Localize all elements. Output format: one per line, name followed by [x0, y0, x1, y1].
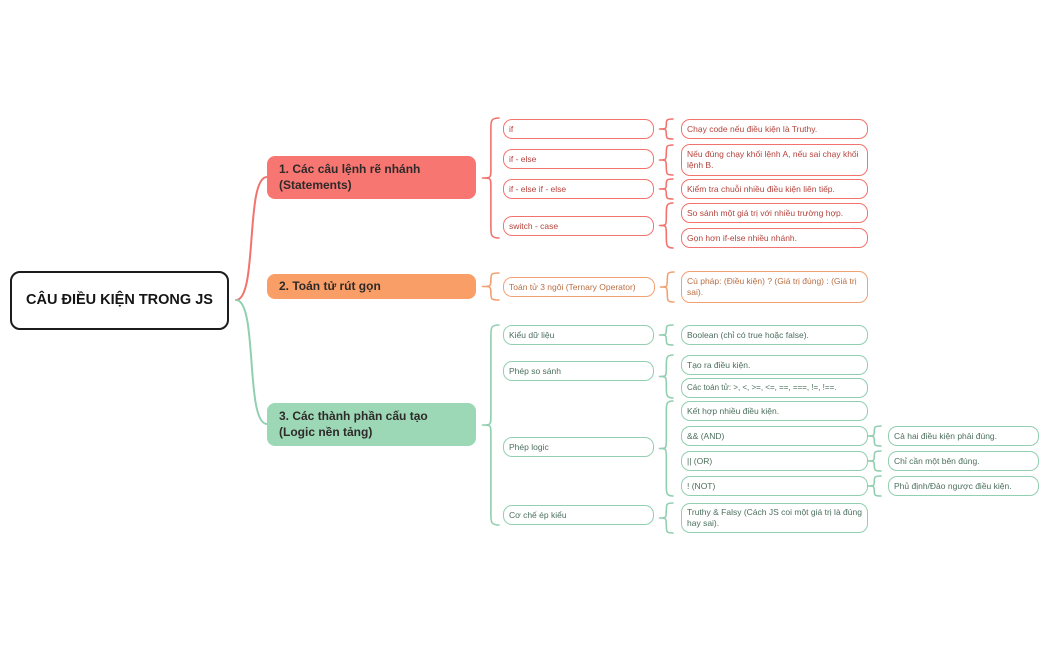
- detail-and[interactable]: Cả hai điều kiện phải đúng.: [888, 426, 1039, 446]
- brace-ternary-note: [659, 271, 675, 303]
- brace-ternary-children: [481, 272, 500, 301]
- note-switch-desc-2[interactable]: Gọn hơn if-else nhiều nhánh.: [681, 228, 868, 248]
- brace-if-elseif-note: [658, 178, 674, 200]
- note-ternary-syntax[interactable]: Cú pháp: (Điều kiện) ? (Giá trị đúng) : …: [681, 271, 868, 303]
- note-boolean[interactable]: Boolean (chỉ có true hoặc false).: [681, 325, 868, 345]
- detail-or[interactable]: Chỉ cần một bên đúng.: [888, 451, 1039, 471]
- root-brace: [235, 176, 268, 425]
- detail-not[interactable]: Phủ định/Đảo ngược điều kiện.: [888, 476, 1039, 496]
- brace-switch-notes: [658, 202, 674, 249]
- topic-if-else-if-else[interactable]: if - else if - else: [503, 179, 654, 199]
- topic-if-else[interactable]: if - else: [503, 149, 654, 169]
- brace-datatype-note: [658, 324, 674, 346]
- root-brace-top: [235, 176, 268, 301]
- note-comparison-purpose[interactable]: Tạo ra điều kiện.: [681, 355, 868, 375]
- root-node[interactable]: CÂU ĐIỀU KIỆN TRONG JS: [10, 271, 229, 330]
- branch-logic-foundation[interactable]: 3. Các thành phần cấu tạo (Logic nền tản…: [267, 403, 476, 446]
- topic-if[interactable]: if: [503, 119, 654, 139]
- root-brace-bottom: [235, 299, 268, 425]
- brace-not-detail: [866, 475, 882, 497]
- branch-statements[interactable]: 1. Các câu lệnh rẽ nhánh (Statements): [267, 156, 476, 199]
- brace-if-else-note: [658, 144, 674, 176]
- topic-type-coercion[interactable]: Cơ chế ép kiểu: [503, 505, 654, 525]
- topic-switch-case[interactable]: switch - case: [503, 216, 654, 236]
- note-not-operator[interactable]: ! (NOT): [681, 476, 868, 496]
- note-truthy-falsy[interactable]: Truthy & Falsy (Cách JS coi một giá trị …: [681, 503, 868, 533]
- topic-comparison[interactable]: Phép so sánh: [503, 361, 654, 381]
- topic-logic-operators[interactable]: Phép logic: [503, 437, 654, 457]
- note-logic-purpose[interactable]: Kết hợp nhiều điều kiện.: [681, 401, 868, 421]
- brace-and-detail: [866, 425, 882, 447]
- brace-logic-notes: [658, 400, 674, 497]
- brace-if-note: [658, 118, 674, 140]
- topic-data-type[interactable]: Kiểu dữ liệu: [503, 325, 654, 345]
- note-if-else-desc[interactable]: Nếu đúng chạy khối lệnh A, nếu sai chạy …: [681, 144, 868, 176]
- brace-foundation-children: [481, 324, 500, 526]
- note-or-operator[interactable]: || (OR): [681, 451, 868, 471]
- brace-comparison-notes: [658, 354, 674, 399]
- note-if-elseif-desc[interactable]: Kiểm tra chuỗi nhiều điều kiện liên tiếp…: [681, 179, 868, 199]
- brace-statements-children: [481, 117, 500, 239]
- brace-or-detail: [866, 450, 882, 472]
- topic-ternary-operator[interactable]: Toán tử 3 ngôi (Ternary Operator): [503, 277, 655, 297]
- note-switch-desc-1[interactable]: So sánh một giá trị với nhiều trường hợp…: [681, 203, 868, 223]
- branch-ternary[interactable]: 2. Toán tử rút gọn: [267, 274, 476, 299]
- note-if-desc[interactable]: Chạy code nếu điều kiện là Truthy.: [681, 119, 868, 139]
- brace-coercion-note: [658, 502, 674, 534]
- note-and-operator[interactable]: && (AND): [681, 426, 868, 446]
- note-comparison-operators[interactable]: Các toán tử: >, <, >=, <=, ==, ===, !=, …: [681, 378, 868, 398]
